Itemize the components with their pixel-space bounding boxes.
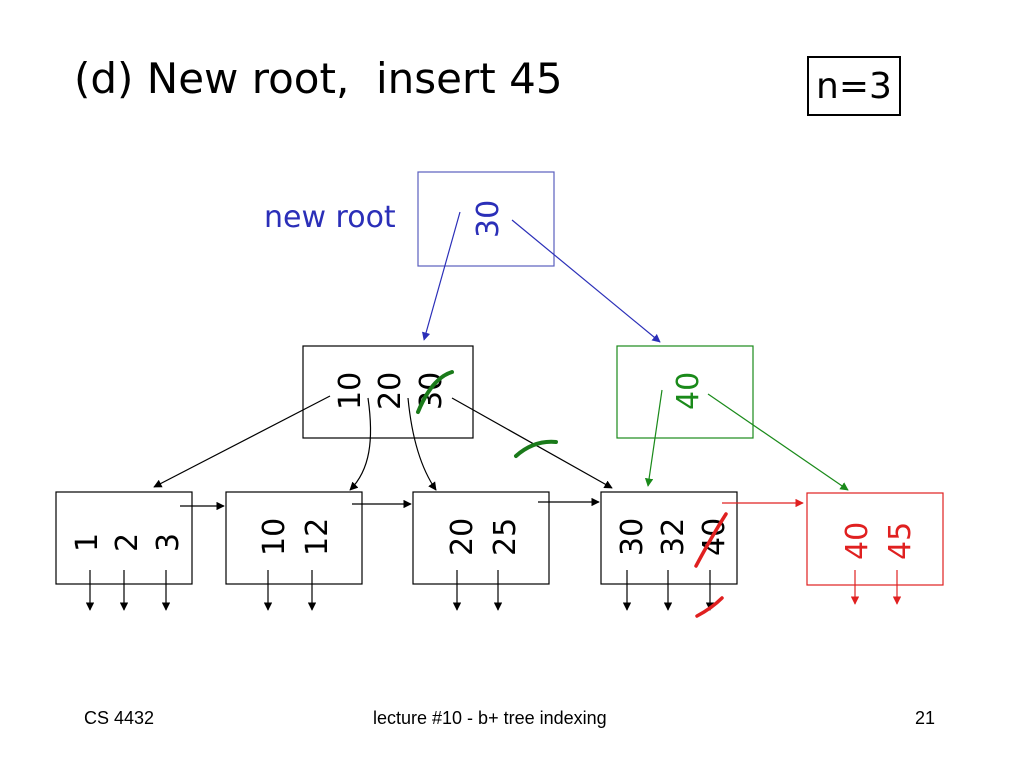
root-left-pointer <box>422 211 461 341</box>
leaf-node-2-box <box>225 491 363 585</box>
order-param-box: n=3 <box>807 56 901 116</box>
internal-left-key-1: 10 <box>333 372 368 410</box>
internal-node-right: 40 <box>616 345 754 439</box>
leaf-4-key-2: 32 <box>656 518 691 556</box>
leaf-5-key-2: 45 <box>883 522 918 560</box>
internal-right-pointer-2 <box>707 393 849 491</box>
leaf-1-key-2: 2 <box>110 533 145 552</box>
internal-node-left-box <box>302 345 474 439</box>
internal-left-pointer-1 <box>153 395 331 488</box>
strike-mark-green-pointer <box>514 439 558 458</box>
root-node: 30 <box>417 171 555 267</box>
footer-course: CS 4432 <box>84 708 155 728</box>
leaf-1-key-3: 3 <box>151 533 186 552</box>
order-param-label: n=3 <box>816 65 892 107</box>
slide-title: (d) New root, insert 45 <box>74 54 563 103</box>
new-root-label: new root <box>264 200 396 235</box>
leaf-node-1: 1 2 3 <box>55 491 193 611</box>
leaf-node-5: 40 45 <box>806 492 944 605</box>
leaf-node-4: 30 32 40 <box>600 491 738 618</box>
leaf-2-key-1: 10 <box>257 518 292 556</box>
leaf-node-3-box <box>412 491 550 585</box>
leaf-node-2: 10 12 <box>225 491 363 611</box>
leaf-5-key-1: 40 <box>840 522 875 560</box>
internal-left-pointer-2 <box>349 397 372 491</box>
internal-left-pointer-3 <box>407 397 437 491</box>
leaf-node-4-box <box>600 491 738 585</box>
internal-node-right-box <box>616 345 754 439</box>
internal-left-key-2: 20 <box>373 372 408 410</box>
footer-page-number: 21 <box>915 708 936 728</box>
strike-mark-red-pointer <box>695 596 724 618</box>
internal-right-pointer-1 <box>644 389 663 487</box>
internal-left-pointer-4 <box>451 397 613 489</box>
internal-node-left: 10 20 30 <box>302 345 474 439</box>
internal-right-key: 40 <box>671 372 706 410</box>
leaf-1-key-1: 1 <box>70 533 105 552</box>
leaf-node-5-box <box>806 492 944 586</box>
root-right-pointer <box>511 219 661 343</box>
footer-lecture: lecture #10 - b+ tree indexing <box>373 708 607 728</box>
leaf-4-key-1: 30 <box>615 518 650 556</box>
strike-mark-green-key <box>416 370 454 414</box>
leaf-3-key-2: 25 <box>488 518 523 556</box>
root-node-box <box>417 171 555 267</box>
root-key: 30 <box>471 200 506 238</box>
leaf-node-3: 20 25 <box>412 491 550 611</box>
strike-mark-red-key <box>694 512 728 568</box>
leaf-3-key-1: 20 <box>445 518 480 556</box>
leaf-4-key-3: 40 <box>697 518 732 556</box>
leaf-2-key-2: 12 <box>300 518 335 556</box>
